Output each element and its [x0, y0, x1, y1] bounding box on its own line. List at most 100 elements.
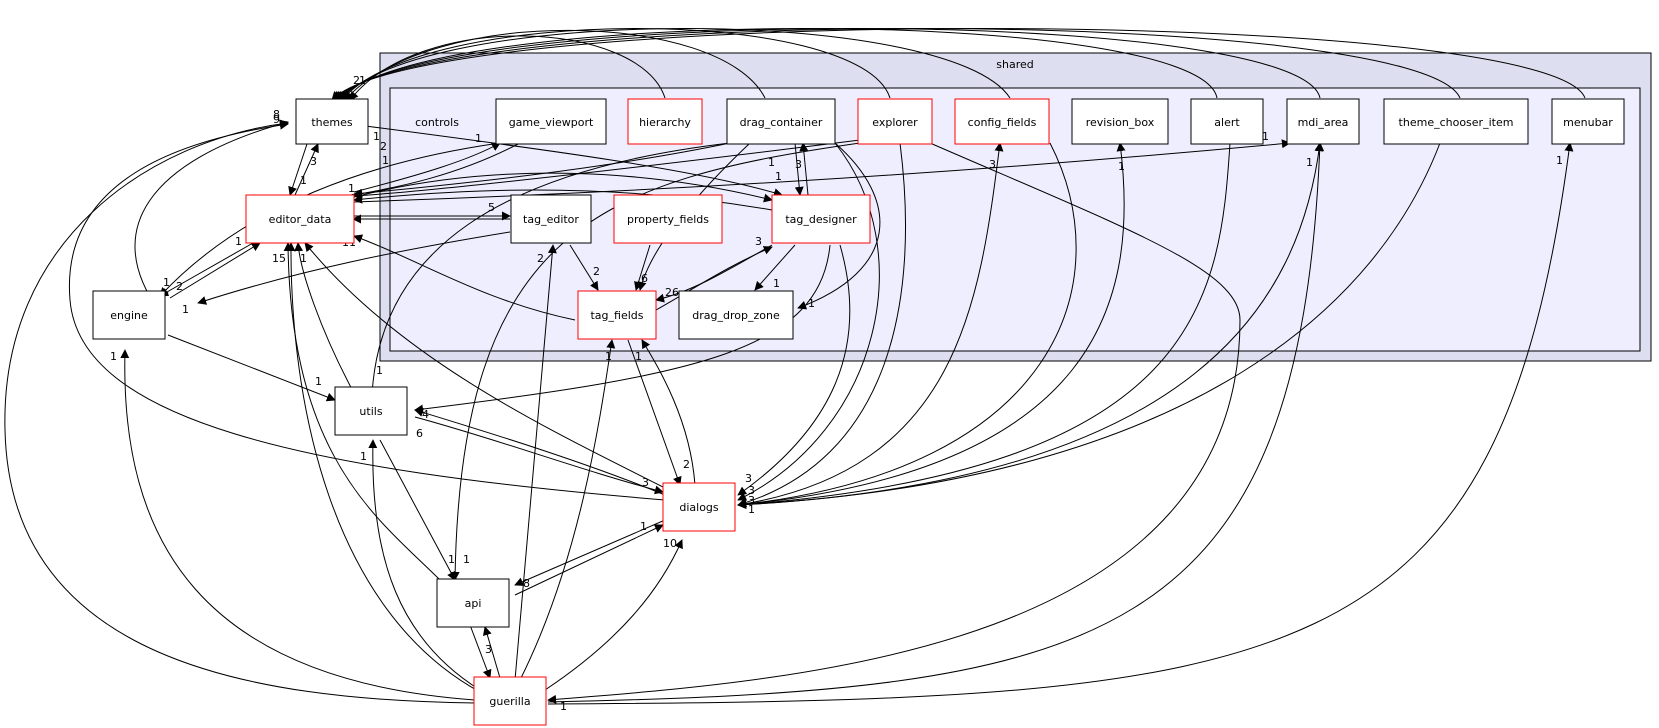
edge-explorer-themes	[341, 28, 891, 101]
node-explorer-box	[857, 98, 933, 145]
node-editor-data-label: editor_data	[269, 213, 332, 226]
node-game-viewport[interactable]: game_viewport	[495, 98, 607, 145]
node-drag-drop-zone[interactable]: drag_drop_zone	[678, 290, 794, 340]
edge-label-tag-editor-2: 2	[537, 252, 544, 265]
node-api-label: api	[465, 597, 482, 610]
edge-label-engine-bottom: 1	[110, 350, 117, 363]
node-explorer-label: explorer	[872, 116, 918, 129]
edge-label-api-8: 8	[523, 577, 530, 590]
edge-label-utils-engine: 1	[315, 375, 322, 388]
edge-label-api-1b: 1	[463, 553, 470, 566]
edge-utils-editor	[294, 242, 356, 396]
node-drag-container[interactable]: drag_container	[726, 98, 836, 145]
edge-label-drag-container-3: 3	[795, 158, 802, 171]
node-revision-box[interactable]: revision_box	[1071, 98, 1169, 145]
edge-drag-container-tag-designer	[794, 142, 804, 196]
node-tag-fields[interactable]: tag_fields	[577, 290, 657, 340]
node-menubar[interactable]: menubar	[1551, 98, 1625, 145]
node-config-fields[interactable]: config_fields	[954, 98, 1050, 145]
edge-drag-container-utils	[367, 142, 731, 396]
edge-config-themes	[339, 28, 1011, 101]
edge-label-game-viewport: 1	[475, 132, 482, 145]
edge-label-tag-fields-1b: 1	[635, 350, 642, 363]
edge-label-mdi-1: 1	[1306, 156, 1313, 169]
node-mdi-area[interactable]: mdi_area	[1286, 98, 1360, 145]
edge-engine-utils	[167, 334, 336, 402]
edge-drag-container-drag-drop	[797, 142, 881, 310]
node-tag-designer-box	[771, 194, 871, 244]
edge-menubar-themes	[331, 28, 1586, 101]
edge-theme-chooser-dialogs	[737, 142, 1441, 510]
node-guerilla-label: guerilla	[489, 695, 530, 708]
edge-label-tag-fields-26: 26	[665, 286, 679, 299]
node-engine-label: engine	[110, 309, 148, 322]
edge-dialogs-utils	[414, 408, 666, 496]
edge-label-revision-1: 1	[1118, 160, 1125, 173]
node-tag-editor-label: tag_editor	[523, 213, 579, 226]
node-drag-drop-zone-label: drag_drop_zone	[692, 309, 780, 322]
edge-label-utils-6: 6	[416, 427, 423, 440]
node-property-fields-box	[613, 194, 723, 244]
edge-drag-container-dialogs	[737, 142, 880, 501]
edge-label-dialogs-2: 2	[683, 458, 690, 471]
edge-tag-designer-drag-drop	[754, 244, 796, 291]
edge-guerilla-api	[482, 626, 501, 679]
node-config-fields-box	[954, 98, 1050, 145]
edge-guerilla-utils	[368, 439, 481, 691]
node-utils[interactable]: utils	[334, 386, 408, 436]
node-api[interactable]: api	[436, 578, 510, 628]
node-guerilla[interactable]: guerilla	[473, 676, 547, 726]
node-dialogs[interactable]: dialogs	[662, 482, 736, 532]
edge-api-dialogs	[514, 524, 664, 596]
node-mdi-area-label: mdi_area	[1298, 116, 1349, 129]
edge-alert-dialogs	[737, 142, 1231, 509]
node-tag-fields-label: tag_fields	[590, 309, 643, 322]
edge-dialogs-themes	[68, 120, 666, 501]
node-editor-data[interactable]: editor_data	[245, 194, 355, 244]
node-tag-editor[interactable]: tag_editor	[510, 194, 592, 244]
cluster-controls-label: controls	[415, 116, 459, 129]
node-guerilla-box	[473, 676, 547, 726]
edge-label-editor-engine: 1	[235, 235, 242, 248]
node-themes-box	[295, 98, 369, 145]
node-alert-box	[1190, 98, 1264, 145]
edge-guerilla-menubar	[547, 142, 1574, 705]
edge-label-utils-4: 4	[422, 408, 429, 421]
edge-editor-mdi	[353, 139, 1291, 203]
edge-editor-themes	[294, 143, 319, 196]
node-theme-chooser-item-label: theme_chooser_item	[1399, 116, 1514, 129]
edge-label-drag-drop-1: 1	[773, 277, 780, 290]
edge-label-dialogs-7: 1	[748, 503, 755, 516]
edge-utils-dialogs	[414, 416, 664, 495]
edge-label-dialogs-1: 1	[640, 520, 647, 533]
node-theme-chooser-item[interactable]: theme_chooser_item	[1383, 98, 1529, 145]
edges	[4, 28, 1586, 705]
node-explorer[interactable]: explorer	[857, 98, 933, 145]
node-engine[interactable]: engine	[92, 290, 166, 340]
edge-label-drag-drop-right: 1	[808, 297, 815, 310]
node-tag-designer[interactable]: tag_designer	[771, 194, 871, 244]
edge-label-guerilla-3: 3	[485, 643, 492, 656]
edge-guerilla-tag-fields	[519, 339, 616, 681]
edge-tag-designer-dialogs	[737, 244, 851, 496]
edge-engine-themes	[134, 119, 289, 313]
node-dialogs-box	[662, 482, 736, 532]
node-tag-designer-label: tag_designer	[785, 213, 857, 226]
cluster-shared-label: shared	[996, 58, 1033, 71]
edge-api-editor	[283, 242, 441, 581]
edge-label-editor-themes: 1	[300, 174, 307, 187]
node-menubar-label: menubar	[1563, 116, 1613, 129]
node-alert-label: alert	[1214, 116, 1240, 129]
node-menubar-box	[1551, 98, 1625, 145]
node-tag-fields-box	[577, 290, 657, 340]
edge-label-editor-15: 15	[272, 252, 286, 265]
edge-guerilla-engine	[120, 349, 476, 701]
node-alert[interactable]: alert	[1190, 98, 1264, 145]
edge-explorer-api	[450, 142, 861, 581]
node-hierarchy[interactable]: hierarchy	[627, 98, 703, 145]
node-property-fields[interactable]: property_fields	[613, 194, 723, 244]
node-themes[interactable]: themes	[295, 98, 369, 145]
edge-label-themes-editor: 3	[310, 155, 317, 168]
node-utils-box	[334, 386, 408, 436]
edge-explorer-guerilla	[547, 142, 1241, 704]
